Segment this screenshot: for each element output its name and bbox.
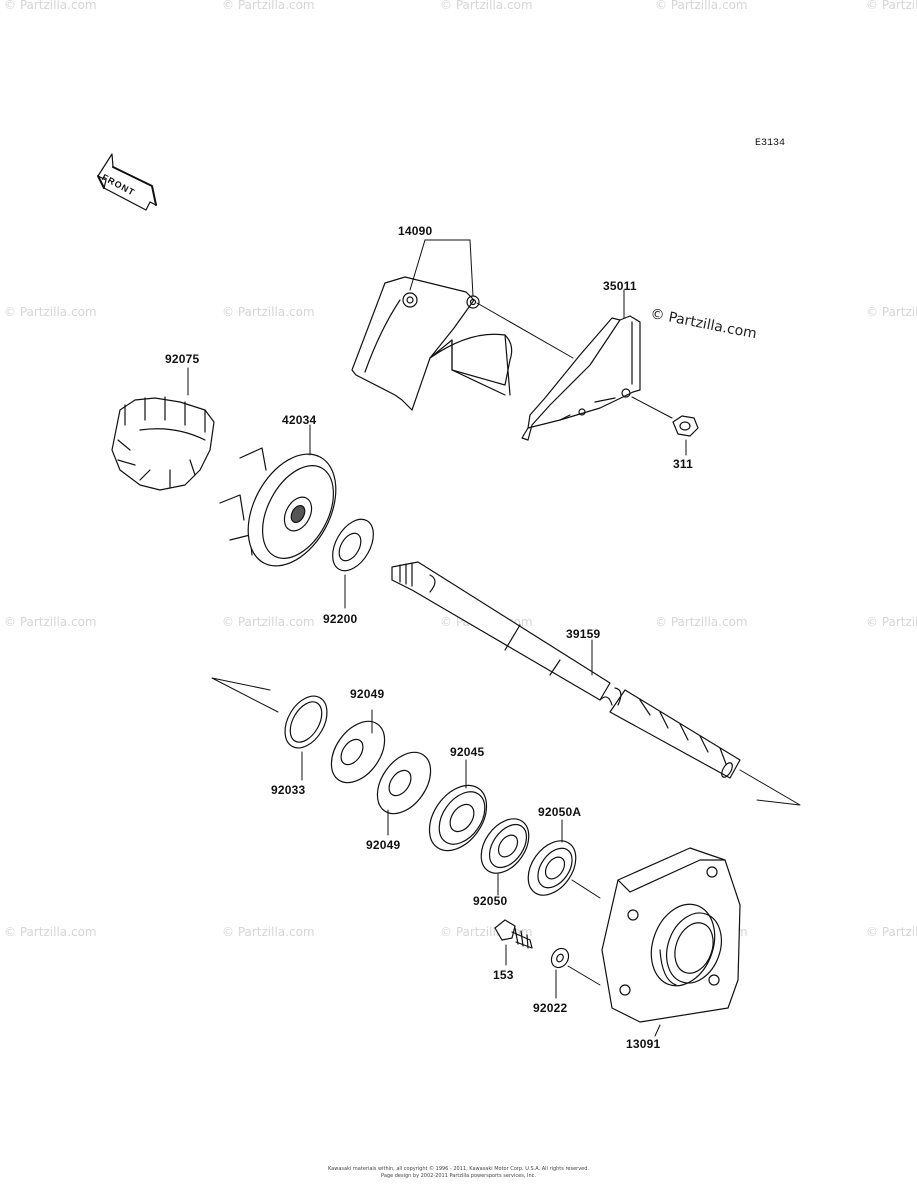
watermark: © Partzilla.com [222, 0, 315, 12]
part-42034-impeller [219, 424, 337, 567]
part-label-92075[interactable]: 92075 [165, 352, 200, 366]
watermark: © Partzilla.com [866, 0, 917, 12]
watermark: © Partzilla.com [655, 0, 748, 12]
watermark: © Partzilla.com [866, 305, 917, 319]
front-arrow-icon [97, 153, 157, 211]
part-92049-shim-upper [330, 709, 386, 784]
part-92050-bearing [480, 818, 530, 896]
part-35011-bracket [521, 315, 641, 441]
part-label-92045[interactable]: 92045 [450, 745, 485, 759]
part-153-nipple [494, 919, 533, 966]
part-label-311[interactable]: 311 [673, 457, 693, 471]
part-label-92033[interactable]: 92033 [271, 783, 306, 797]
watermark: © Partzilla.com [440, 0, 533, 12]
part-label-153[interactable]: 153 [493, 968, 514, 982]
part-label-35011[interactable]: 35011 [603, 279, 637, 293]
part-label-92050[interactable]: 92050 [473, 894, 508, 908]
part-92033-circlip [284, 695, 328, 781]
part-14090-cover [351, 276, 513, 411]
watermark: © Partzilla.com [222, 925, 315, 939]
part-label-92049[interactable]: 92049 [366, 838, 401, 852]
part-311-nut [672, 415, 699, 456]
watermark: © Partzilla.com [655, 615, 748, 629]
part-92022-washer [550, 947, 601, 999]
part-92049-shim-lower [376, 751, 432, 836]
part-39159-shaft [391, 561, 801, 806]
watermark: © Partzilla.com [4, 0, 97, 12]
part-label-39159[interactable]: 39159 [566, 627, 601, 641]
watermark: © Partzilla.com [4, 925, 97, 939]
footer-copyright: Kawasaki materials within, all copyright… [327, 1166, 590, 1172]
footer-design-credit: Page design by 2002-2011 Partzilla power… [381, 1173, 536, 1179]
watermark: © Partzilla.com [866, 925, 917, 939]
part-label-92049[interactable]: 92049 [350, 687, 385, 701]
part-label-14090[interactable]: 14090 [398, 224, 433, 238]
part-label-92022[interactable]: 92022 [533, 1001, 568, 1015]
part-92075-damper [111, 367, 215, 491]
watermark: © Partzilla.com [4, 615, 97, 629]
watermark: © Partzilla.com [4, 305, 97, 319]
watermark: © Partzilla.com [866, 615, 917, 629]
part-label-42034[interactable]: 42034 [282, 413, 317, 427]
part-label-13091[interactable]: 13091 [626, 1037, 661, 1051]
watermark: © Partzilla.com [222, 305, 315, 319]
diagram-code: E3134 [755, 138, 786, 149]
part-92045-bearing [428, 759, 488, 852]
part-13091-housing [601, 847, 741, 1037]
part-label-92050A[interactable]: 92050A [538, 805, 582, 819]
watermark: © Partzilla.com [222, 615, 315, 629]
part-92200-washer [332, 518, 374, 609]
part-label-92200[interactable]: 92200 [323, 612, 358, 626]
part-92050A-seal [527, 819, 601, 899]
